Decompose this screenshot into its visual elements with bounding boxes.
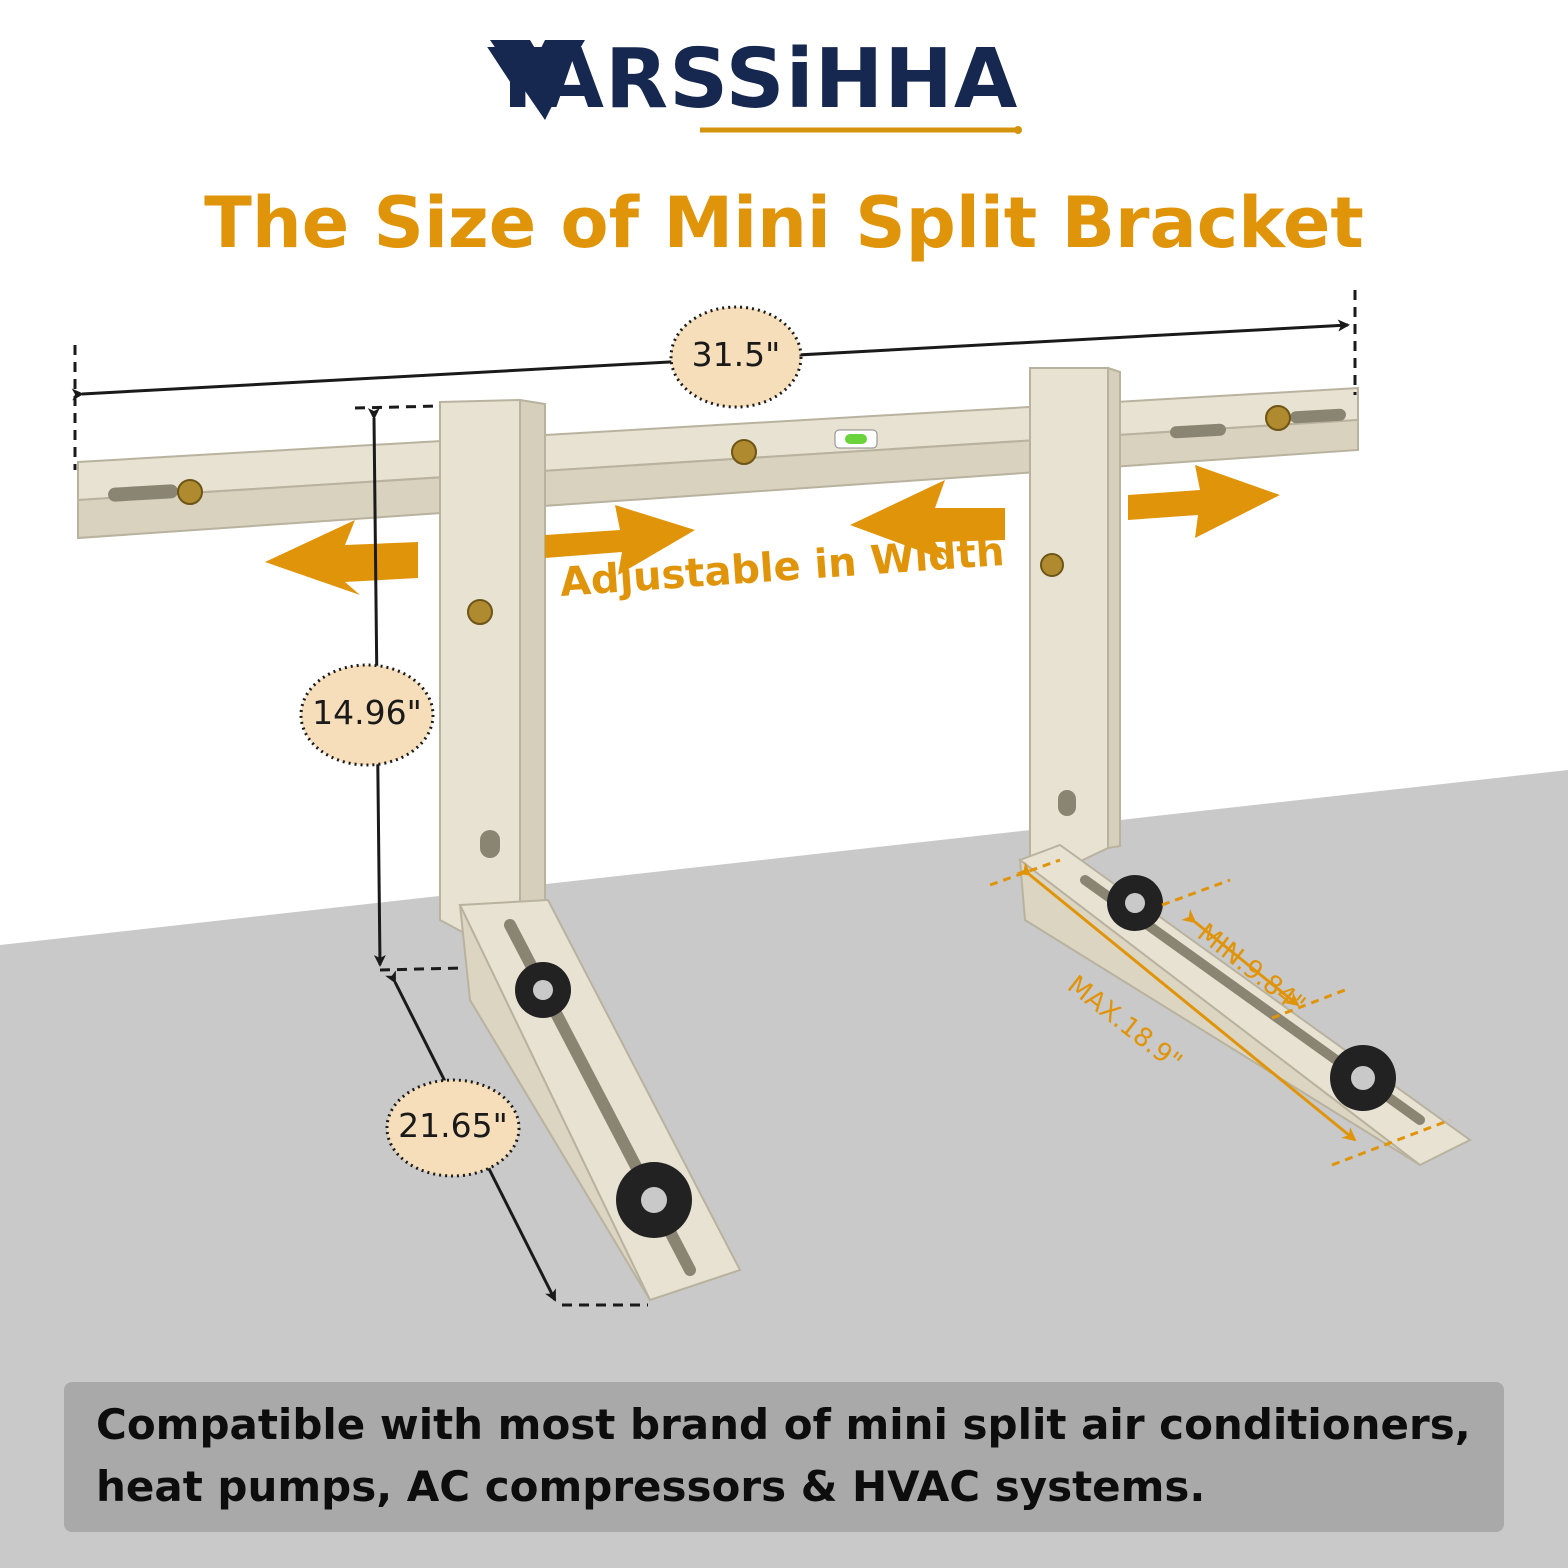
height-dimension-label: 14.96" — [312, 693, 422, 732]
compatibility-banner: Compatible with most brand of mini split… — [64, 1382, 1504, 1532]
page-title: The Size of Mini Split Bracket — [204, 182, 1364, 264]
arm-dimension-lines — [989, 858, 1451, 1167]
brand-name: YARSSiHHA — [488, 32, 1019, 127]
width-dimension-label: 31.5" — [691, 335, 781, 374]
brand-logo: YARSSiHHA — [488, 30, 1088, 140]
dimension-badges — [299, 305, 803, 1178]
compatibility-text: Compatible with most brand of mini split… — [96, 1400, 1471, 1511]
depth-dimension-label: 21.65" — [398, 1106, 508, 1145]
brand-logo-mark — [490, 40, 1022, 134]
